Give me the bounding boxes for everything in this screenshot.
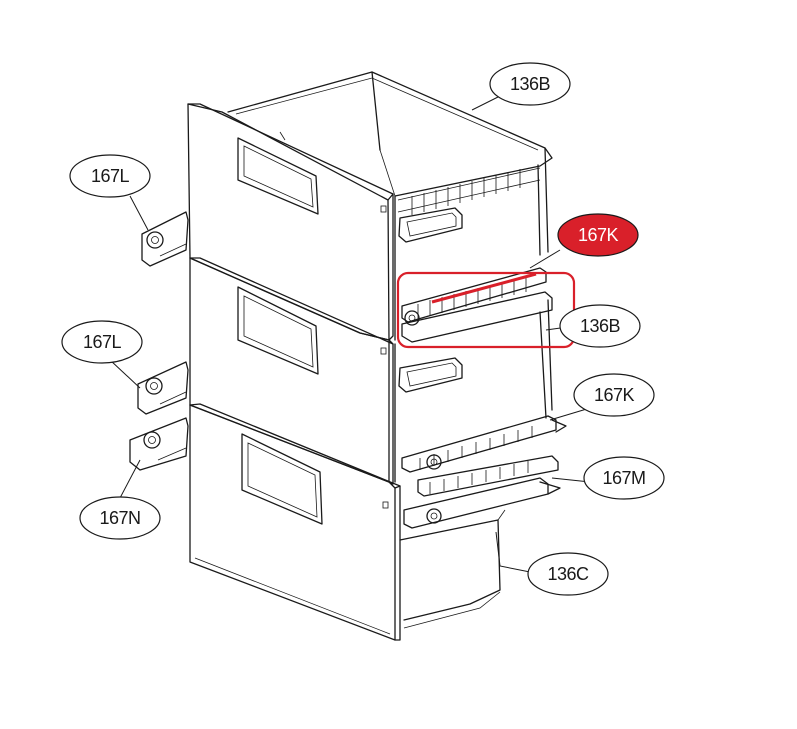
callout-label: 167K	[594, 385, 635, 405]
callout-167k-highlighted[interactable]: 167K	[557, 213, 639, 257]
rail-167l-upper	[141, 211, 189, 267]
rail-167k-upper	[401, 267, 553, 343]
rail-167l-lower	[137, 361, 189, 415]
bottom-drawer	[189, 403, 506, 641]
drawer-assembly	[129, 71, 567, 641]
callout-136b-top[interactable]: 136B	[489, 62, 571, 106]
middle-drawer	[189, 257, 553, 485]
callout-167n[interactable]: 167N	[79, 496, 161, 540]
callout-label: 167N	[99, 508, 140, 528]
leader-lines	[109, 95, 591, 573]
callout-label: 167L	[83, 332, 122, 352]
callout-136c[interactable]: 136C	[527, 552, 609, 596]
callout-label: 167M	[602, 468, 645, 488]
callout-label: 167L	[91, 166, 130, 186]
callout-label: 136B	[580, 316, 621, 336]
highlight-box	[396, 271, 576, 349]
callout-label: 136B	[510, 74, 551, 94]
callout-167l-lower[interactable]: 167L	[61, 320, 143, 364]
rail-167k-lower	[401, 415, 567, 473]
callout-167k-lower[interactable]: 167K	[573, 373, 655, 417]
rail-167n	[129, 417, 189, 471]
callout-167l-upper[interactable]: 167L	[69, 154, 151, 198]
callout-136b-middle[interactable]: 136B	[559, 304, 641, 348]
callout-167m[interactable]: 167M	[583, 456, 665, 500]
rail-167m	[403, 455, 561, 529]
callout-label: 136C	[547, 564, 589, 584]
top-drawer	[187, 71, 553, 341]
callout-label: 167K	[578, 225, 619, 245]
